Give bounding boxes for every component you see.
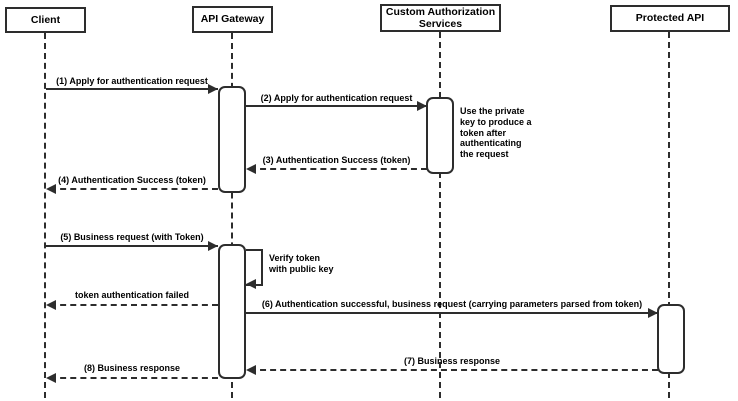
activation-bar-api-gateway-1 (218, 86, 246, 193)
self-message-label: Verify token with public key (269, 253, 334, 274)
participant-client: Client (5, 7, 86, 33)
message-3-arrowhead (246, 164, 256, 174)
lifeline-protected-api (668, 32, 670, 398)
message-5-label: (5) Business request (with Token) (60, 232, 204, 242)
participant-custom-auth: Custom Authorization Services (380, 4, 501, 32)
message-4-arrowhead (46, 184, 56, 194)
message-7-line (250, 369, 658, 371)
message-1-label: (1) Apply for authentication request (56, 76, 208, 86)
note-private-key: Use the private key to produce a token a… (460, 106, 532, 160)
participant-custom-auth-label: Custom Authorization Services (385, 5, 496, 30)
message-3-line (250, 168, 427, 170)
self-message-arrowhead (246, 279, 256, 289)
lifeline-custom-auth (439, 32, 441, 398)
participant-api-gateway: API Gateway (192, 6, 273, 33)
message-5-arrowhead (208, 241, 218, 251)
lifeline-client (44, 33, 46, 398)
message-4-label: (4) Authentication Success (token) (58, 175, 206, 185)
message-7-arrowhead (246, 365, 256, 375)
message-6-arrowhead (648, 308, 658, 318)
participant-protected-api: Protected API (610, 5, 730, 32)
participant-protected-api-label: Protected API (635, 12, 705, 25)
message-fail-arrowhead (46, 300, 56, 310)
message-2-label: (2) Apply for authentication request (260, 93, 413, 103)
message-6-label: (6) Authentication successful, business … (261, 299, 643, 309)
activation-bar-custom-auth (426, 97, 454, 174)
activation-bar-api-gateway-2 (218, 244, 246, 379)
message-2-line (246, 105, 427, 107)
message-6-line (246, 312, 658, 314)
message-1-arrowhead (208, 84, 218, 94)
message-5-line (46, 245, 218, 247)
participant-api-gateway-label: API Gateway (200, 13, 265, 26)
lifeline-api-gateway (231, 33, 233, 398)
message-7-label: (7) Business response (403, 356, 501, 366)
participant-client-label: Client (30, 13, 61, 26)
message-3-label: (3) Authentication Success (token) (262, 155, 411, 165)
activation-bar-protected-api (657, 304, 685, 374)
message-fail-line (50, 304, 218, 306)
message-8-label: (8) Business response (83, 363, 181, 373)
message-4-line (50, 188, 218, 190)
message-fail-label: token authentication failed (74, 290, 189, 300)
message-1-line (46, 88, 218, 90)
message-8-line (50, 377, 218, 379)
message-8-arrowhead (46, 373, 56, 383)
message-2-arrowhead (417, 101, 427, 111)
